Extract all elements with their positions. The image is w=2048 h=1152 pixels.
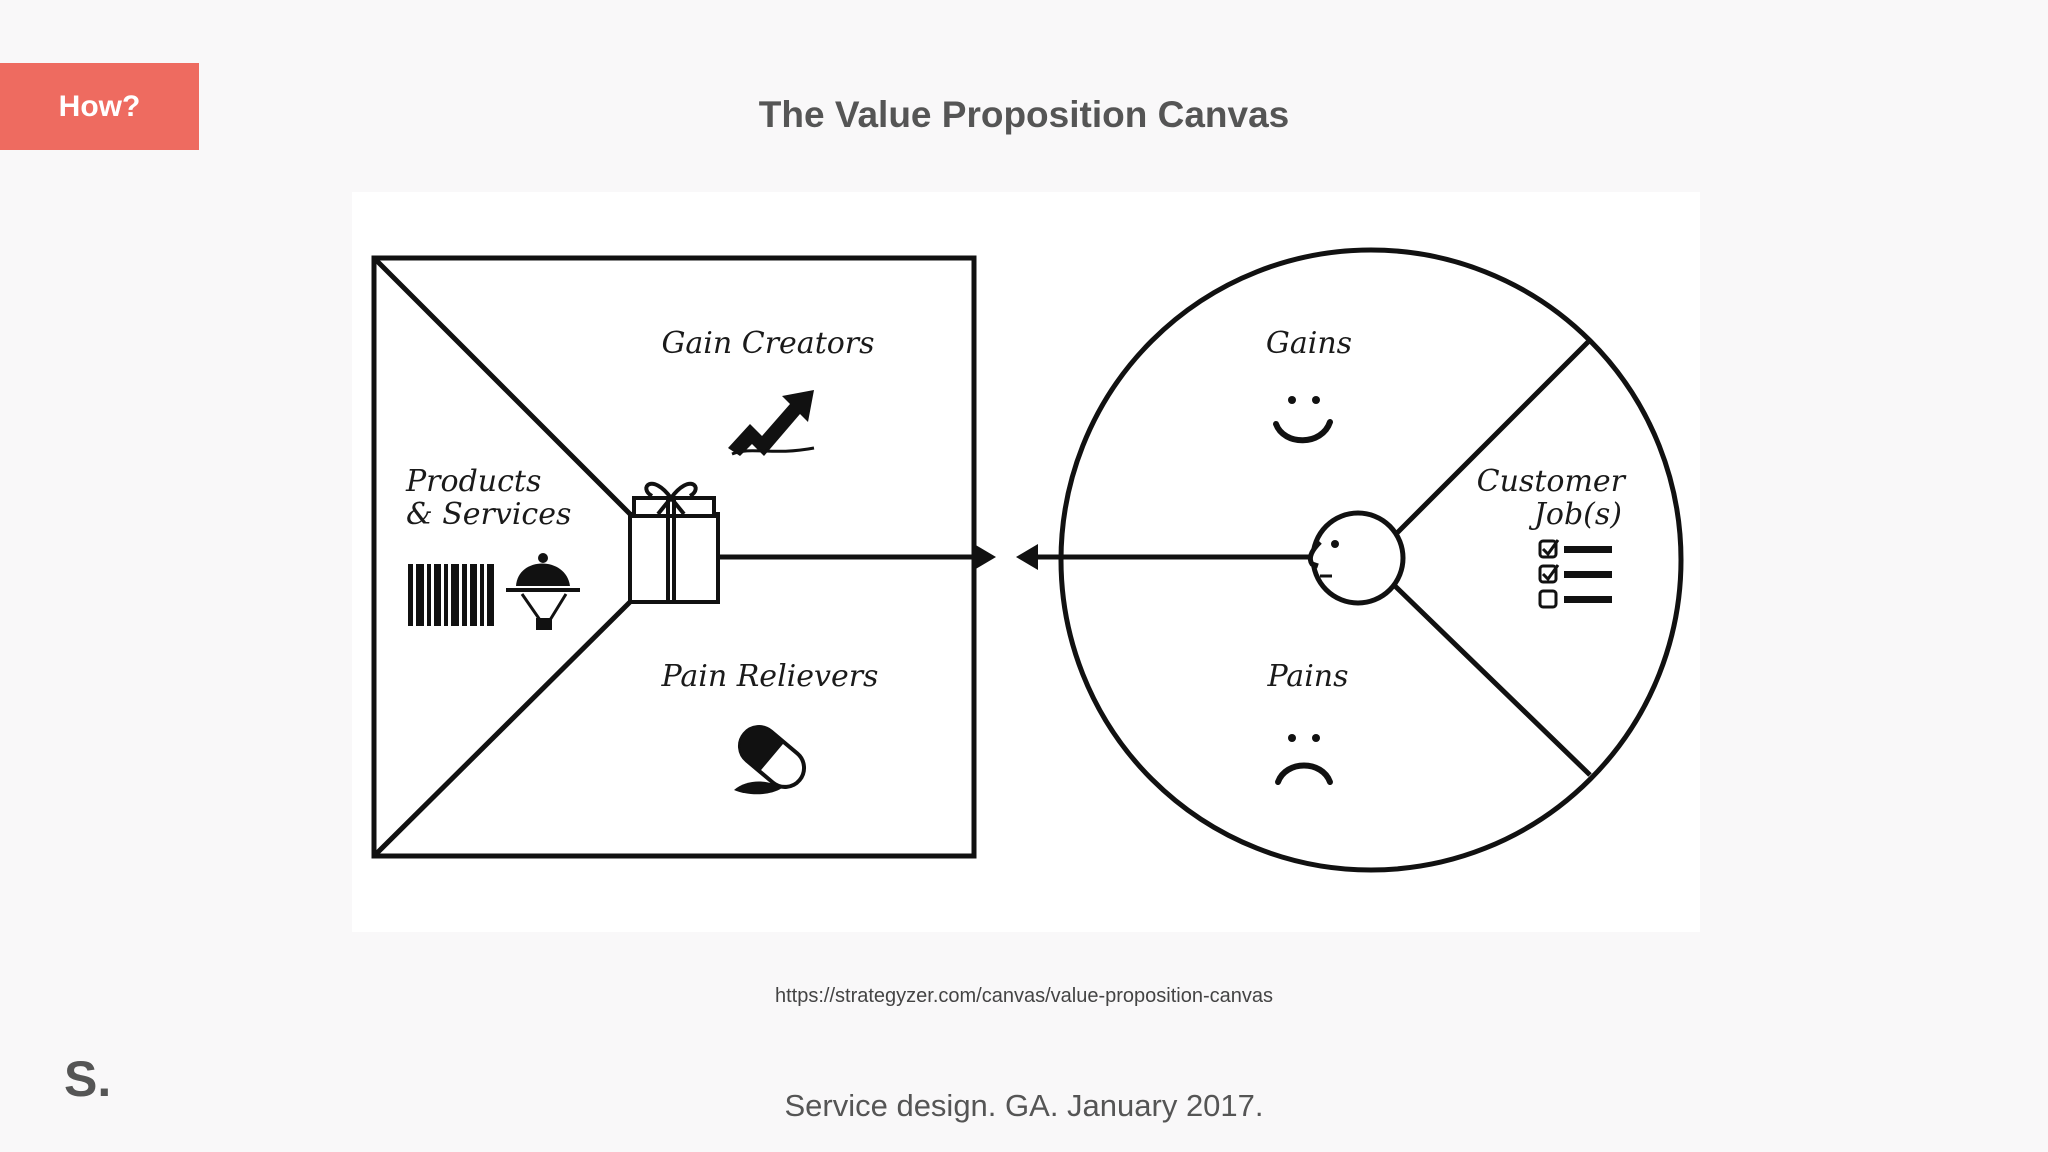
cloche-icon [506,553,580,630]
customer-divider-upper [1393,340,1590,537]
barcode-icon [408,564,494,626]
logo: S. [64,1051,112,1107]
fit-arrow-left-icon [1016,544,1038,570]
label-customer-line2: Job(s) [1528,497,1622,532]
section-tag: How? [0,63,199,150]
customer-divider-lower [1393,584,1592,777]
canvas-diagram: Gain Creators Products & Services Pain R… [371,247,1684,873]
face-eye-icon [1331,540,1339,548]
value-proposition-canvas: Gain Creators Products & Services Pain R… [352,192,1700,932]
label-products-line1: Products [405,464,541,499]
label-gains: Gains [1266,326,1352,361]
checklist-icon [1538,539,1612,609]
trend-up-icon [728,390,815,456]
customer-profile-circle [1058,247,1684,873]
label-customer-line1: Customer [1477,464,1627,499]
page-title: The Value Proposition Canvas [758,94,1290,135]
label-gain-creators: Gain Creators [661,326,874,361]
gift-icon [628,481,720,604]
section-tag-label: How? [58,89,141,123]
pill-icon [734,725,807,795]
frown-icon [1275,734,1333,785]
smile-icon [1273,396,1333,444]
label-products-line2: & Services [406,497,571,532]
label-pain-relievers: Pain Relievers [661,659,879,694]
footer-text: Service design. GA. January 2017. [784,1088,1264,1123]
value-map-divider-lower [372,600,632,858]
label-pains: Pains [1266,659,1348,694]
source-link[interactable]: https://strategyzer.com/canvas/value-pro… [774,985,1274,1007]
value-map-divider-upper [372,256,632,516]
face-profile-icon [1307,510,1406,606]
fit-arrow-right-icon [974,544,996,570]
